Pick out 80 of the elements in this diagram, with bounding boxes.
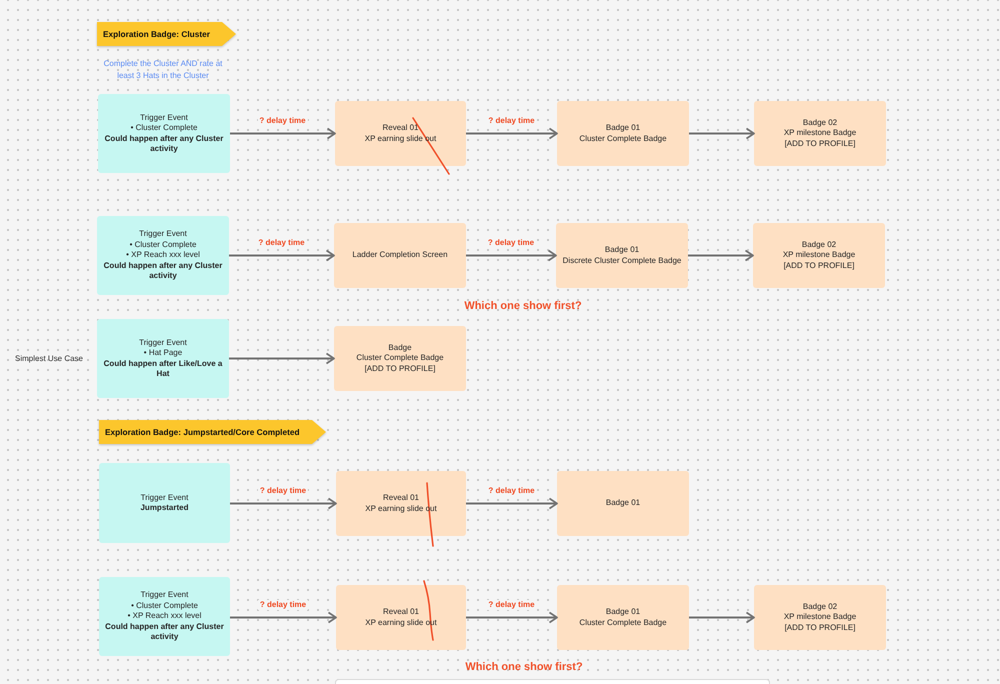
row-label: Simplest Use Case (14, 354, 84, 364)
bullet-item: • Hat Page (144, 348, 182, 358)
arrow (230, 498, 337, 510)
step-text: Discrete Cluster Complete Badge (562, 256, 682, 266)
trigger-heading: Trigger Event (140, 590, 188, 601)
question-text: Which one show first? (464, 300, 582, 313)
step-text: Cluster Complete Badge (579, 618, 667, 628)
step-box (557, 101, 689, 166)
step-title: Badge 01 (604, 245, 640, 256)
step-text: XP earning slide out (364, 134, 436, 144)
arrow (688, 250, 754, 262)
step-text: Cluster Complete Badge (579, 134, 667, 144)
trigger-condition: Could happen after any Cluster activity (104, 622, 225, 643)
step-text: [ADD TO PROFILE] (364, 364, 436, 374)
bullet-item: • Cluster Complete (131, 600, 198, 612)
arrow (466, 612, 558, 624)
step-box (334, 326, 466, 391)
section-banner (99, 420, 326, 444)
step-title: Badge 01 (606, 123, 640, 134)
section-banner (97, 22, 236, 46)
section-note: Complete the Cluster AND rate at least 3 Hats in the Cluster (102, 58, 224, 82)
step-box (556, 223, 688, 288)
arrow (689, 612, 755, 624)
step-box (336, 471, 466, 536)
trigger-condition: Could happen after any Cluster activity (102, 260, 224, 282)
step-title: Badge 02 (802, 118, 838, 128)
trigger-heading: Trigger Event (140, 492, 188, 503)
banner-title: Exploration Badge: Jumpstarted/Core Completed (105, 426, 300, 438)
step-text: XP milestone Badge (784, 612, 856, 623)
step-box (753, 223, 885, 288)
trigger-condition: Could happen after Like/Love a Hat (102, 358, 224, 380)
trigger-condition: Jumpstarted (140, 503, 188, 514)
step-text: [ADD TO PROFILE] (784, 260, 854, 272)
step-title: Badge 01 (606, 498, 640, 509)
edge-label: ? delay time (486, 238, 536, 248)
arrow (466, 128, 558, 140)
question-text: Which one show first? (465, 661, 583, 674)
step-title: Badge 01 (606, 607, 640, 618)
step-text: XP milestone Badge (784, 128, 856, 139)
arrow (230, 128, 336, 140)
edge-label: ? delay time (258, 486, 308, 496)
step-title: Ladder Completion Screen (352, 250, 448, 261)
step-box (754, 101, 886, 166)
step-title: Badge 02 (802, 240, 836, 250)
trigger-heading: Trigger Event (140, 112, 188, 123)
step-title: Reveal 01 (382, 493, 420, 504)
step-title: Reveal 01 (382, 123, 419, 134)
arrow (466, 498, 558, 510)
bullet-item: • Cluster Complete (130, 240, 196, 250)
trigger-heading: Trigger Event (139, 338, 187, 348)
trigger-box (98, 94, 230, 173)
step-title: Badge (388, 342, 412, 354)
step-box (334, 223, 466, 288)
step-title: Badge 02 (802, 602, 838, 612)
step-box (336, 585, 466, 650)
arrow (229, 352, 335, 364)
step-text: XP milestone Badge (782, 250, 856, 261)
trigger-heading: Trigger Event (139, 229, 187, 240)
bullet-item: • XP Reach xxx level (128, 611, 202, 622)
trigger-condition: Could happen after any Cluster activity (104, 134, 224, 154)
trigger-box (99, 463, 230, 543)
trigger-box (97, 216, 229, 295)
step-text: Cluster Complete Badge (356, 353, 444, 364)
step-title: Reveal 01 (382, 607, 420, 618)
step-text: [ADD TO PROFILE] (784, 138, 856, 150)
trigger-box (97, 319, 229, 398)
step-box (557, 471, 689, 536)
edge-label: ? delay time (258, 600, 308, 610)
bullet-item: • XP Reach xxx level (126, 250, 200, 261)
banner-title: Exploration Badge: Cluster (103, 28, 210, 40)
step-box (335, 101, 466, 166)
step-box (557, 585, 689, 650)
arrow (230, 612, 337, 624)
step-text: [ADD TO PROFILE] (784, 622, 856, 634)
arrow (689, 128, 755, 140)
step-box (754, 585, 886, 650)
bullet-item: • Cluster Complete (130, 123, 198, 134)
arrow (466, 250, 557, 262)
arrow (229, 250, 335, 262)
trigger-box (99, 577, 230, 656)
